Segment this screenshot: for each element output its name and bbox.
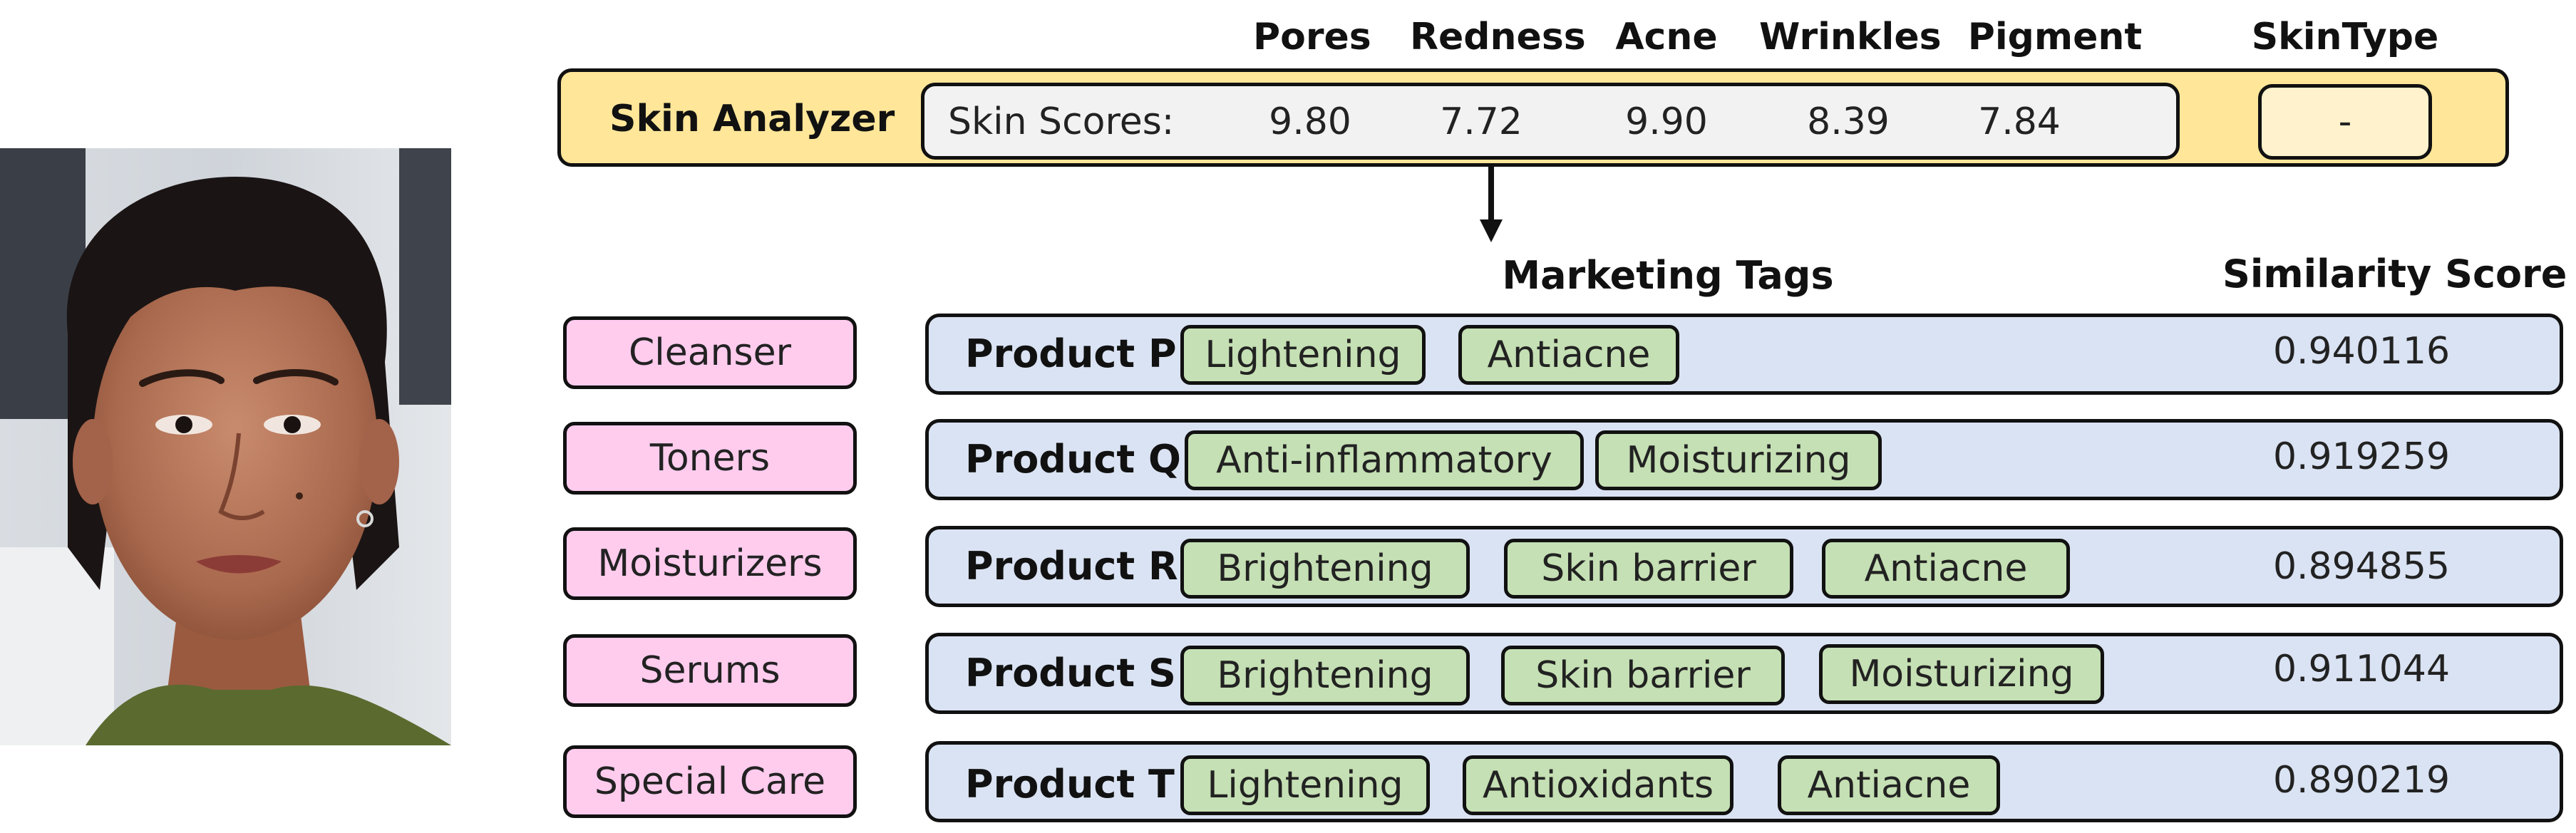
product-name-p: Product P — [965, 331, 1177, 376]
skin-scores-label: Skin Scores: — [948, 100, 1175, 143]
tag-q-1: Anti-inflammatory — [1185, 430, 1584, 490]
category-toners: Toners — [563, 422, 857, 495]
category-moisturizers: Moisturizers — [563, 527, 857, 600]
tag-s-1: Brightening — [1180, 646, 1470, 705]
skintype-value: - — [2258, 84, 2432, 160]
product-name-q: Product Q — [965, 437, 1181, 482]
product-name-t: Product T — [965, 762, 1175, 807]
tag-p-1: Lightening — [1180, 325, 1426, 385]
similarity-q: 0.919259 — [2272, 435, 2451, 478]
score-pores: 9.80 — [1269, 100, 1351, 143]
tag-s-3: Moisturizing — [1819, 644, 2104, 704]
header-redness: Redness — [1410, 16, 1586, 58]
tag-s-2: Skin barrier — [1501, 646, 1785, 705]
score-redness: 7.72 — [1440, 100, 1523, 143]
header-pigment: Pigment — [1967, 16, 2143, 58]
face-photo — [0, 148, 451, 745]
category-serums: Serums — [563, 634, 857, 707]
similarity-s: 0.911044 — [2272, 648, 2451, 690]
tag-p-2: Antiacne — [1458, 325, 1679, 385]
down-arrow-icon — [1474, 167, 1508, 244]
skin-analyzer-title: Skin Analyzer — [609, 98, 895, 140]
header-pores: Pores — [1253, 16, 1371, 58]
similarity-score-header: Similarity Score — [2222, 252, 2567, 296]
header-wrinkles: Wrinkles — [1759, 16, 1942, 58]
tag-r-2: Skin barrier — [1504, 539, 1793, 599]
tag-t-1: Lightening — [1180, 755, 1430, 815]
similarity-p: 0.940116 — [2272, 330, 2451, 373]
score-acne: 9.90 — [1625, 100, 1708, 143]
tag-q-2: Moisturizing — [1595, 430, 1882, 490]
skin-scores-box — [921, 83, 2180, 160]
tag-t-3: Antiacne — [1778, 755, 2000, 815]
product-name-r: Product R — [965, 544, 1178, 589]
tag-t-2: Antioxidants — [1463, 755, 1733, 815]
product-name-s: Product S — [965, 651, 1176, 695]
similarity-t: 0.890219 — [2272, 759, 2451, 802]
category-cleanser: Cleanser — [563, 316, 857, 389]
header-acne: Acne — [1615, 16, 1718, 58]
similarity-r: 0.894855 — [2272, 545, 2451, 588]
header-skintype: SkinType — [2251, 16, 2439, 58]
score-pigment: 7.84 — [1978, 100, 2061, 143]
marketing-tags-header: Marketing Tags — [1502, 253, 1834, 298]
score-wrinkles: 8.39 — [1807, 100, 1890, 143]
tag-r-3: Antiacne — [1822, 539, 2070, 599]
tag-r-1: Brightening — [1180, 539, 1470, 599]
category-special-care: Special Care — [563, 745, 857, 818]
